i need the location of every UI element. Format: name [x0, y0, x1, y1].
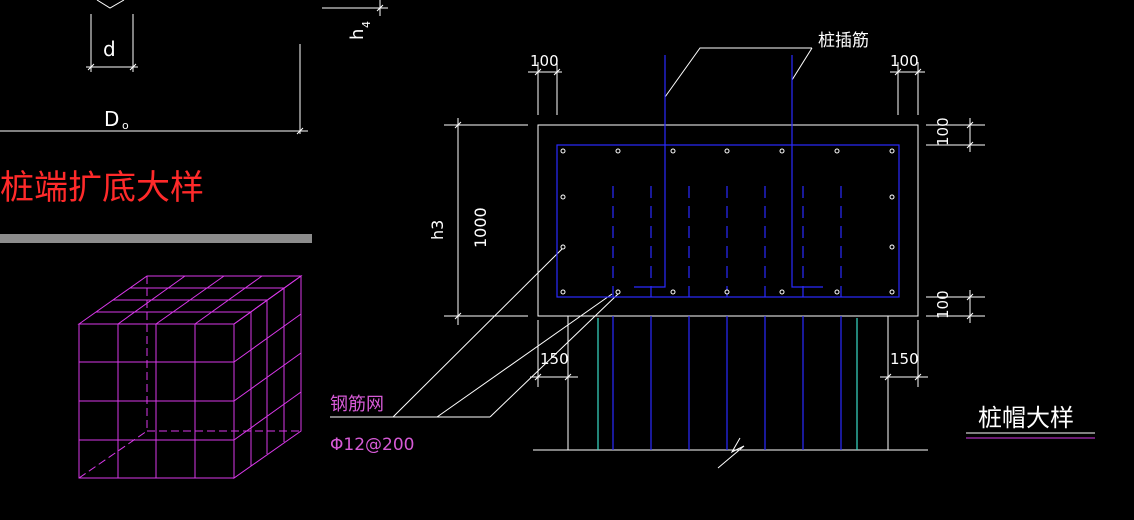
h4-tick: [376, 4, 384, 12]
h4-subscript: 4: [360, 21, 373, 28]
pile-cap-text: 桩插筋 100 100 100 100 1000 h3 150 150 钢筋网 …: [330, 31, 1074, 455]
pile-cap-detail: [330, 47, 1095, 469]
dim-150-left: 150: [540, 350, 569, 368]
rebar-spec-label: Φ12@200: [330, 435, 414, 455]
pile-end-detail: [0, 0, 388, 135]
dim-1000-label: 1000: [471, 207, 490, 248]
cube-right-face: [233, 275, 302, 479]
D-subscript: o: [122, 119, 129, 132]
h3-label: h3: [428, 220, 447, 240]
mesh-cube: [77, 275, 303, 479]
dim-100-top-left: 100: [530, 52, 559, 70]
pile-end-bottom-outline: [96, 0, 125, 9]
mesh-leader-2: [436, 293, 613, 418]
pile-dowel-leader-2: [791, 47, 813, 81]
pile-longitudinal-bars-dashed: [612, 186, 842, 297]
d-tick-right: [129, 63, 137, 71]
pile-end-text: d D o h 4 桩端扩底大样: [0, 21, 373, 208]
pile-longitudinal-bars: [612, 316, 842, 450]
rebar-cage: [556, 144, 900, 298]
pile-cap-outline: [537, 124, 919, 317]
horizontal-scroll-bar[interactable]: [0, 234, 312, 243]
dim-100-top-right: 100: [890, 52, 919, 70]
mesh-label: 钢筋网: [330, 394, 384, 415]
pile-dowel-leader: [664, 47, 812, 98]
d-label: d: [103, 37, 116, 61]
dim-100-right-top: 100: [934, 117, 952, 146]
mesh-leader-3: [489, 293, 619, 418]
dowel-bar-left: [634, 55, 666, 288]
dim-100-right-bottom: 100: [934, 290, 952, 319]
pile-end-title: 桩端扩底大样: [0, 168, 204, 208]
D-tick-right: [296, 127, 304, 135]
pile-dowel-label: 桩插筋: [818, 31, 869, 51]
D-label: D: [104, 107, 119, 131]
dowel-bar-right: [791, 55, 823, 288]
pile-cap-title: 桩帽大样: [978, 404, 1074, 432]
break-symbol: [717, 437, 745, 469]
rebar-dots: [560, 148, 895, 295]
pile-cap-rebar: [556, 55, 900, 450]
d-tick-left: [87, 63, 95, 71]
mesh-leader-1: [392, 247, 564, 418]
dim-150-right: 150: [890, 350, 919, 368]
h4-label: h: [347, 29, 368, 40]
pile-edge-bars: [597, 318, 858, 450]
